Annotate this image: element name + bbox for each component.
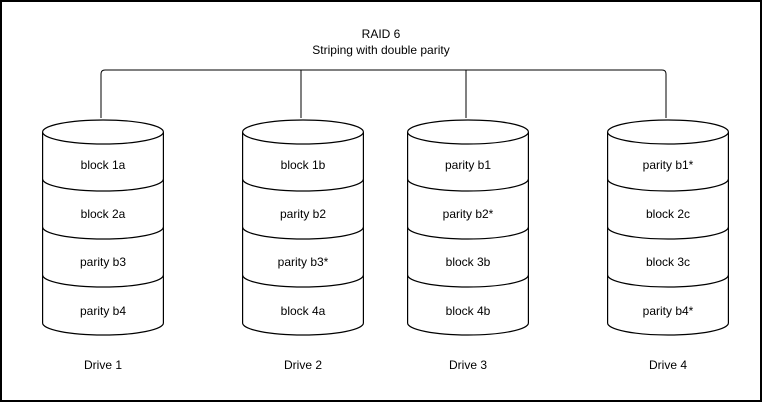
- cylinder-shape: [407, 119, 529, 336]
- cylinder-body: [407, 132, 529, 336]
- drive-label: Drive 2: [283, 358, 322, 372]
- segment-divider-arc: [242, 274, 364, 288]
- segment-divider-arc: [242, 178, 364, 192]
- drive-label: Drive 1: [83, 358, 122, 372]
- segment-divider-arc: [407, 274, 529, 288]
- segment-label: block 4a: [280, 304, 326, 318]
- segment-label: block 2a: [80, 207, 126, 221]
- segment-label: parity b4*: [642, 304, 694, 318]
- cylinder-body: [607, 132, 729, 336]
- segment-label: block 2c: [645, 207, 691, 221]
- segment-label: parity b4: [79, 304, 127, 318]
- cylinder-body: [242, 132, 364, 336]
- segment-divider-arc: [42, 226, 164, 240]
- drive-2-cylinder: block 1b parity b2 parity b3* block 4a D…: [242, 117, 364, 379]
- drive-label: Drive 3: [448, 358, 487, 372]
- diagram-title: RAID 6: [361, 27, 401, 41]
- segment-label: parity b1: [444, 158, 492, 172]
- drive-1-cylinder: block 1a block 2a parity b3 parity b4 Dr…: [42, 117, 164, 379]
- cylinder-top-ellipse: [242, 119, 364, 145]
- cylinder-shape: [607, 119, 729, 336]
- segment-label: parity b3*: [277, 255, 329, 269]
- drive-3-cylinder: parity b1 parity b2* block 3b block 4b D…: [407, 117, 529, 379]
- segment-divider-arc: [607, 226, 729, 240]
- segment-label: parity b1*: [642, 158, 694, 172]
- segment-label: block 4b: [445, 304, 491, 318]
- segment-label: block 1b: [280, 158, 326, 172]
- segment-label: block 1a: [80, 158, 126, 172]
- segment-divider-arc: [607, 178, 729, 192]
- diagram-subtitle: Striping with double parity: [312, 43, 450, 57]
- segment-label: block 3b: [445, 255, 491, 269]
- segment-label: parity b3: [79, 255, 127, 269]
- segment-label: parity b2: [279, 207, 327, 221]
- diagram-title-block: RAID 6 Striping with double parity: [2, 26, 760, 58]
- segment-divider-arc: [407, 178, 529, 192]
- segment-divider-arc: [42, 178, 164, 192]
- drive-4-cylinder: parity b1* block 2c block 3c parity b4* …: [607, 117, 729, 379]
- segment-divider-arc: [607, 274, 729, 288]
- segment-divider-arc: [407, 226, 529, 240]
- cylinder-shape: [42, 119, 164, 336]
- segment-divider-arc: [242, 226, 364, 240]
- segment-divider-arc: [42, 274, 164, 288]
- cylinder-top-ellipse: [607, 119, 729, 145]
- cylinder-top-ellipse: [407, 119, 529, 145]
- cylinder-shape: [242, 119, 364, 336]
- segment-label: parity b2*: [442, 207, 494, 221]
- cylinder-top-ellipse: [42, 119, 164, 145]
- drive-label: Drive 4: [648, 358, 687, 372]
- cylinder-body: [42, 132, 164, 336]
- segment-label: block 3c: [645, 255, 691, 269]
- connector-path: [100, 69, 667, 118]
